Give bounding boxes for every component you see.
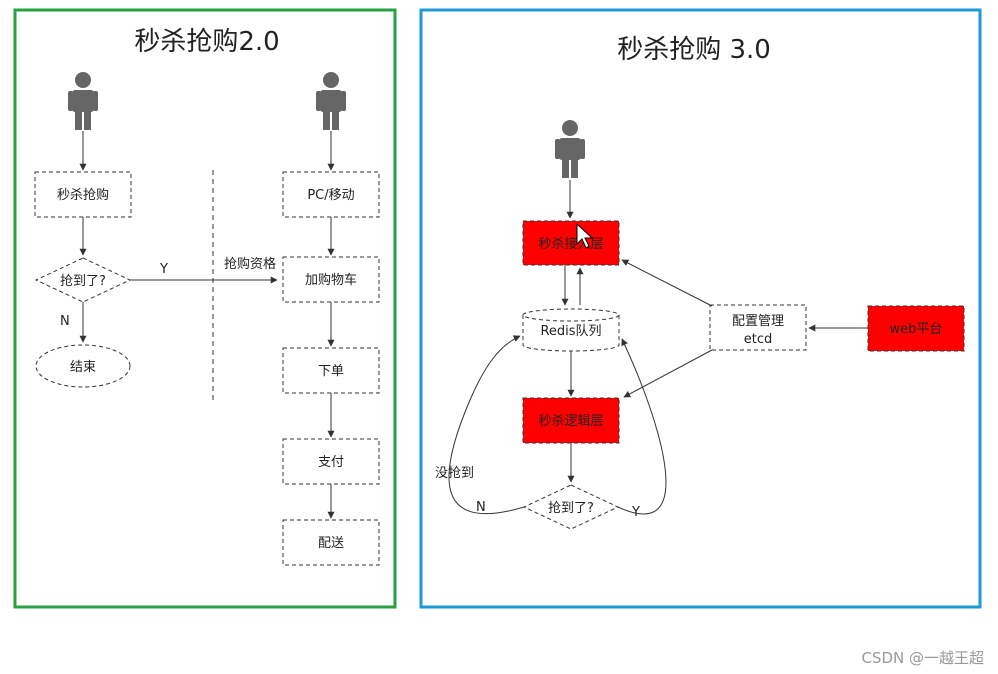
person-icon — [68, 72, 98, 130]
label-y: Y — [159, 262, 168, 277]
node-config — [709, 304, 807, 351]
left-panel-frame — [13, 8, 397, 609]
label-y-3: Y — [631, 505, 640, 520]
node-end — [35, 344, 131, 388]
node-logic — [522, 397, 620, 444]
node-redis-label: Redis队列 — [540, 324, 601, 339]
right-panel-frame — [419, 8, 982, 609]
label-not-got: 没抢到 — [435, 465, 474, 481]
left-panel-title: 秒杀抢购2.0 — [134, 27, 279, 57]
right-panel-title: 秒杀抢购 3.0 — [617, 35, 771, 65]
node-seckill — [34, 171, 132, 218]
decision-got-3 — [522, 484, 620, 530]
label-qualify: 抢购资格 — [224, 256, 276, 272]
node-cart-label: 加购物车 — [305, 272, 357, 288]
node-order — [282, 347, 380, 394]
person-icon — [316, 72, 346, 130]
node-cart — [282, 256, 380, 303]
node-pc-label: PC/移动 — [307, 188, 354, 203]
label-n: N — [60, 314, 70, 329]
decision-got-3-label: 抢到了? — [548, 500, 594, 516]
node-redis — [522, 308, 620, 352]
node-order-label: 下单 — [318, 364, 344, 379]
node-web-label: web平台 — [890, 322, 943, 337]
node-access-label: 秒杀接入层 — [538, 236, 603, 252]
node-access — [522, 220, 620, 266]
node-pay — [282, 438, 380, 485]
node-delivery — [282, 519, 380, 566]
decision-got — [34, 257, 132, 303]
node-end-label: 结束 — [70, 360, 96, 375]
node-pay-label: 支付 — [318, 455, 344, 470]
node-config-label-2: etcd — [744, 332, 773, 347]
node-seckill-label: 秒杀抢购 — [57, 187, 109, 203]
decision-got-label: 抢到了? — [60, 273, 106, 289]
node-config-label-1: 配置管理 — [732, 314, 784, 329]
label-n-3: N — [476, 500, 486, 515]
node-delivery-label: 配送 — [318, 536, 344, 551]
person-icon — [555, 120, 585, 178]
mouse-cursor-icon — [576, 222, 594, 249]
node-pc — [282, 171, 380, 218]
node-logic-label: 秒杀逻辑层 — [538, 414, 603, 429]
node-web — [867, 305, 965, 352]
watermark: CSDN @一越王超 — [861, 649, 984, 667]
